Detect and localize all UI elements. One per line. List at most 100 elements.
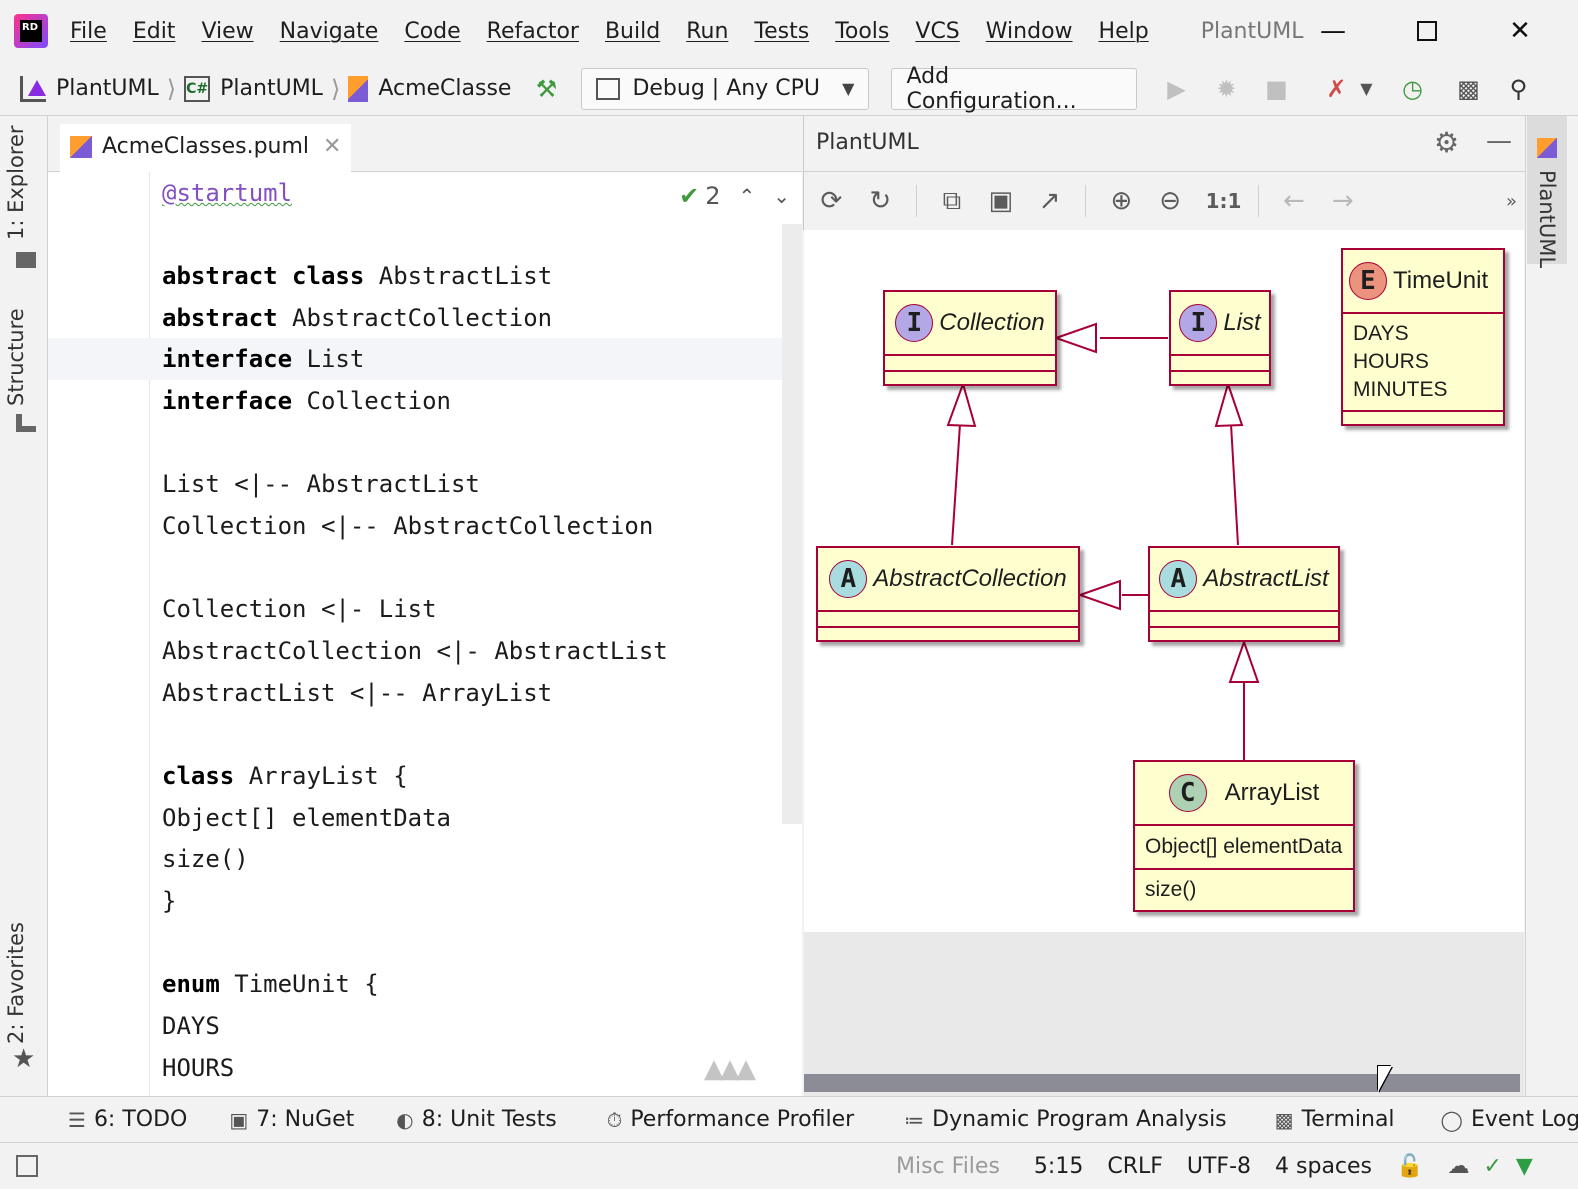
coverage-icon[interactable]: ◷ (1401, 74, 1423, 103)
class-badge: C (1168, 774, 1207, 812)
favorites-tab[interactable]: 2: Favorites (4, 922, 28, 1044)
breadcrumb-project[interactable]: C# PlantUML (184, 75, 323, 102)
menu-vcs[interactable]: VCS (915, 18, 960, 44)
lock-icon[interactable]: 🔓 (1396, 1153, 1424, 1179)
reader-mode-icon[interactable]: ▲▲▲ (704, 1054, 756, 1084)
plantuml-diagram-canvas[interactable]: I Collection I List E TimeUnit DAYS HOUR… (804, 230, 1524, 932)
performance-profiler-tab[interactable]: ⏱Performance Profiler (606, 1107, 855, 1132)
dynamic-program-analysis-tab[interactable]: ≔Dynamic Program Analysis (904, 1107, 1227, 1132)
menu-tests[interactable]: Tests (754, 18, 810, 44)
uml-fields (1171, 354, 1269, 370)
search-icon[interactable]: ⚲ (1509, 74, 1528, 103)
back-arrow-icon[interactable]: ← (1282, 186, 1305, 216)
toggle-tool-windows-icon[interactable] (16, 1155, 38, 1177)
status-caret-position[interactable]: 5:15 (1033, 1153, 1084, 1179)
uml-abstract-abstractcollection[interactable]: A AbstractCollection (816, 546, 1080, 642)
uml-interface-list[interactable]: I List (1169, 290, 1271, 386)
stop-icon[interactable]: ■ (1265, 74, 1288, 103)
code-line: Object[] elementData (162, 804, 451, 832)
code-editor[interactable]: ✔2 ⌃ ⌄ @startuml abstract class Abstract… (48, 172, 802, 1096)
run-anything-icon[interactable]: ▩ (1457, 74, 1480, 103)
terminal-tab[interactable]: ▩Terminal (1274, 1107, 1395, 1132)
toolbar-separator (915, 185, 917, 217)
breadcrumb-file[interactable]: AcmeClasse (348, 75, 511, 102)
configuration-icon (596, 77, 621, 100)
editor-scrollbar[interactable] (782, 224, 802, 824)
window-title: PlantUML (1200, 18, 1304, 44)
menu-help[interactable]: Help (1098, 18, 1149, 44)
auto-refresh-icon[interactable]: ↻ (869, 186, 892, 216)
folder-icon (16, 252, 36, 268)
close-window-icon[interactable]: ✕ (1509, 16, 1531, 46)
status-indent[interactable]: 4 spaces (1275, 1153, 1373, 1179)
menu-run[interactable]: Run (686, 18, 729, 44)
close-tab-icon[interactable]: ✕ (323, 134, 342, 159)
breadcrumb-solution[interactable]: PlantUML (20, 75, 159, 102)
add-configuration-button[interactable]: Add Configuration... (891, 64, 1138, 114)
build-hammer-icon[interactable]: ⚒ (535, 74, 558, 103)
uml-header: A AbstractList (1150, 548, 1338, 610)
nuget-tab[interactable]: ▣7: NuGet (229, 1107, 355, 1132)
code-line: size() (162, 845, 249, 873)
copy-icon[interactable]: ⧉ (942, 185, 962, 216)
forward-arrow-icon[interactable]: → (1331, 186, 1354, 216)
plantuml-horizontal-scrollbar[interactable] (804, 1074, 1520, 1092)
menu-code[interactable]: Code (404, 18, 461, 44)
uml-class-arraylist[interactable]: C ArrayList Object[] elementData size() (1133, 760, 1355, 912)
menu-window[interactable]: Window (985, 18, 1073, 44)
hector-icon[interactable]: ☁ (1447, 1153, 1470, 1179)
uml-abstract-abstractlist[interactable]: A AbstractList (1148, 546, 1340, 642)
puml-file-icon (1537, 138, 1557, 158)
menu-refactor[interactable]: Refactor (486, 18, 579, 44)
minimize-icon[interactable]: — (1320, 16, 1346, 46)
uml-name: List (1223, 309, 1261, 336)
debug-bug-icon[interactable]: ✹ (1216, 74, 1237, 103)
puml-file-icon (70, 135, 92, 158)
structure-tab[interactable]: Structure (4, 308, 28, 406)
zoom-out-icon[interactable]: ⊖ (1159, 186, 1182, 216)
menu-file[interactable]: File (70, 18, 107, 44)
external-open-icon[interactable]: ↗ (1038, 186, 1061, 216)
uml-interface-collection[interactable]: I Collection (883, 290, 1057, 386)
gear-icon[interactable]: ⚙ (1434, 126, 1460, 159)
code-line: Collection <|-- AbstractCollection (162, 512, 654, 540)
status-context[interactable]: Misc Files (896, 1153, 1000, 1179)
vue-icon[interactable]: ▼ (1515, 1153, 1533, 1179)
abstract-badge: A (829, 560, 868, 598)
enum-badge: E (1349, 262, 1387, 300)
previous-highlight-icon[interactable]: ⌃ (738, 184, 756, 208)
inheritance-arrowhead (1214, 380, 1244, 428)
attach-profiler-icon[interactable]: ✗ (1326, 74, 1347, 103)
menu-edit[interactable]: Edit (132, 18, 176, 44)
save-icon[interactable]: ▣ (988, 186, 1014, 216)
next-highlight-icon[interactable]: ⌄ (773, 184, 790, 208)
inspection-widget[interactable]: ✔2 ⌃ ⌄ (679, 182, 790, 210)
status-encoding[interactable]: UTF-8 (1186, 1153, 1252, 1179)
menu-tools[interactable]: Tools (835, 18, 890, 44)
status-ok-icon[interactable]: ✓ (1483, 1153, 1502, 1179)
run-icon[interactable]: ▶ (1167, 74, 1186, 103)
menu-view[interactable]: View (201, 18, 254, 44)
uml-header: A AbstractCollection (818, 548, 1078, 610)
uml-enum-timeunit[interactable]: E TimeUnit DAYS HOURS MINUTES (1341, 248, 1505, 426)
uml-methods (818, 626, 1078, 640)
menu-navigate[interactable]: Navigate (279, 18, 379, 44)
run-configuration-select[interactable]: Debug | Any CPU ▼ (581, 67, 870, 110)
method-member: size() (1145, 878, 1197, 901)
actual-size-button[interactable]: 1:1 (1205, 189, 1242, 213)
unit-tests-tab[interactable]: ◐8: Unit Tests (396, 1107, 557, 1132)
dropdown-arrow-icon[interactable]: ▼ (1360, 79, 1373, 98)
explorer-tab[interactable]: 1: Explorer (4, 125, 28, 240)
refresh-icon[interactable]: ⟳ (820, 186, 843, 216)
event-log-tab[interactable]: ◯Event Log (1440, 1107, 1578, 1132)
editor-tab-acmeclasses[interactable]: AcmeClasses.puml ✕ (60, 124, 352, 172)
todo-tab[interactable]: ☰6: TODO (68, 1107, 188, 1132)
uml-name: AbstractCollection (873, 565, 1067, 592)
more-actions-icon[interactable]: » (1506, 190, 1518, 212)
plantuml-side-tab[interactable]: PlantUML (1527, 116, 1567, 268)
hide-panel-icon[interactable]: — (1486, 126, 1512, 156)
maximize-icon[interactable] (1410, 14, 1444, 48)
zoom-in-icon[interactable]: ⊕ (1110, 186, 1133, 216)
menu-build[interactable]: Build (604, 18, 661, 44)
status-line-separator[interactable]: CRLF (1107, 1153, 1163, 1179)
